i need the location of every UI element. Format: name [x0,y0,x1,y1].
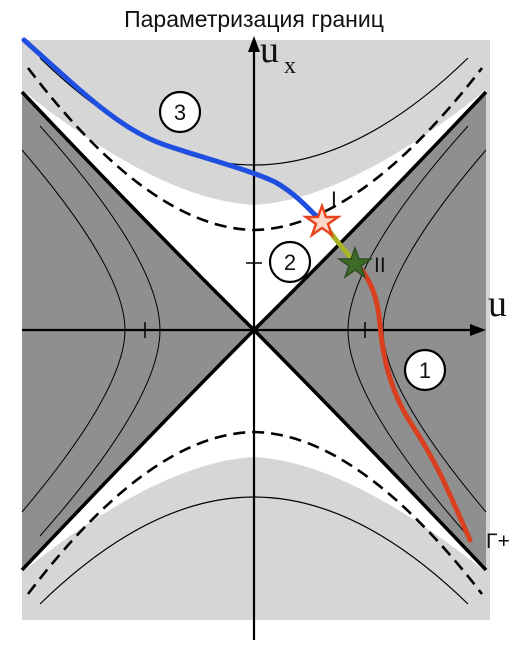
y-axis-label: u [260,29,279,71]
x-axis-arrow [470,324,486,336]
point-II-star [336,245,374,279]
region-1-marker: 1 [403,348,447,392]
boundary-path-blue [21,37,325,225]
y-axis-label-subscript: x [284,53,296,79]
point-I-label: I [331,188,337,211]
diagram-title: Параметризация границ [124,6,384,32]
region-3-marker: 3 [158,90,202,134]
x-axis-label: u [488,283,507,325]
boundary-path-red [352,259,473,543]
svg-text:3: 3 [174,100,186,125]
svg-text:2: 2 [284,250,296,275]
curve-gamma-label: Γ+ [486,530,510,553]
point-I-star [302,202,342,239]
region-2-marker: 2 [268,240,312,284]
y-axis-arrow [248,36,260,52]
point-II-label: II [374,254,386,277]
svg-text:1: 1 [419,358,431,383]
